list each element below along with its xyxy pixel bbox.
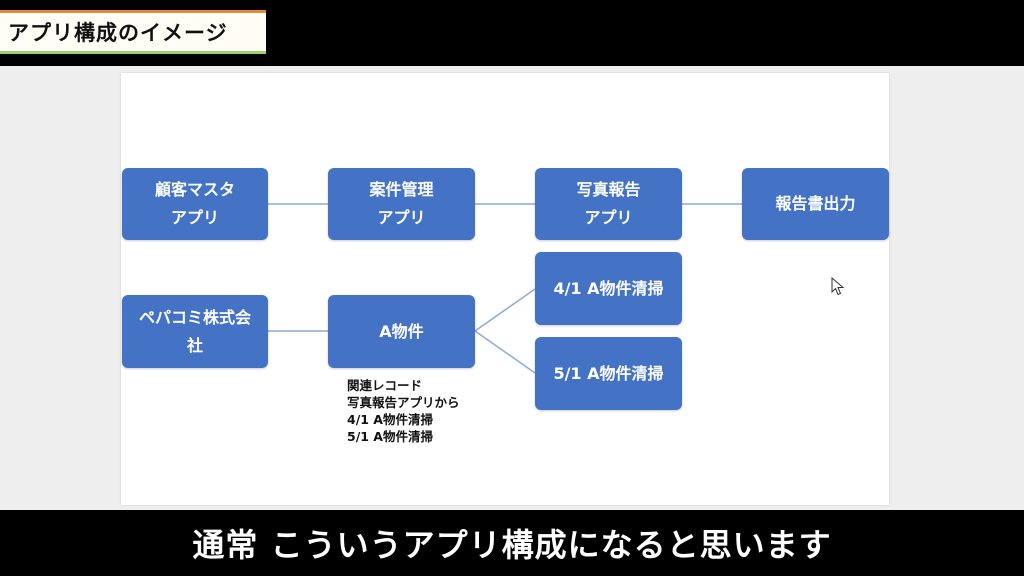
connector-property-cleaning-0501 [474, 330, 536, 374]
node-label-line2: 社 [186, 335, 203, 355]
node-label-line1: 5/1 A物件清掃 [553, 363, 664, 383]
node-company: ペパコミ株式会 社 [122, 295, 268, 368]
header-badge: アプリ構成のイメージ [0, 10, 266, 54]
node-label-line2: アプリ [377, 208, 426, 227]
node-label-line1: 報告書出力 [775, 194, 856, 213]
node-report-output: 報告書出力 [742, 168, 889, 240]
note-line: 写真報告アプリから [347, 395, 460, 410]
node-label-line2: アプリ [584, 208, 633, 227]
slide-canvas: 顧客マスタ アプリ 案件管理 アプリ 写真報告 アプリ 報告書出力 ペパコミ株式… [121, 73, 889, 505]
node-label-line1: 4/1 A物件清掃 [553, 278, 664, 298]
node-project-management-app: 案件管理 アプリ [328, 168, 475, 240]
node-cleaning-0401: 4/1 A物件清掃 [535, 252, 682, 325]
page-title: アプリ構成のイメージ [8, 21, 228, 45]
note-line: 5/1 A物件清掃 [347, 429, 433, 444]
connector-property-cleaning-0401 [474, 288, 536, 332]
node-customer-master-app: 顧客マスタ アプリ [122, 168, 268, 240]
node-label-line1: A物件 [379, 321, 424, 341]
node-label-line1: 案件管理 [369, 180, 434, 199]
note-line: 4/1 A物件清掃 [347, 412, 433, 427]
connector-lines [268, 203, 742, 374]
node-property-a: A物件 [328, 295, 475, 368]
node-label-line1: ペパコミ株式会 [138, 307, 251, 327]
subtitle-caption: 通常 こういうアプリ構成になると思います [192, 526, 832, 564]
node-photo-report-app: 写真報告 アプリ [535, 168, 682, 240]
note-line: 関連レコード [347, 378, 423, 393]
mouse-cursor-icon [831, 277, 845, 296]
node-label-line2: アプリ [170, 208, 219, 227]
node-label-line1: 写真報告 [576, 180, 641, 199]
node-cleaning-0501: 5/1 A物件清掃 [535, 337, 682, 410]
node-label-line1: 顧客マスタ [154, 180, 235, 199]
related-records-note: 関連レコード 写真報告アプリから 4/1 A物件清掃 5/1 A物件清掃 [347, 377, 460, 445]
